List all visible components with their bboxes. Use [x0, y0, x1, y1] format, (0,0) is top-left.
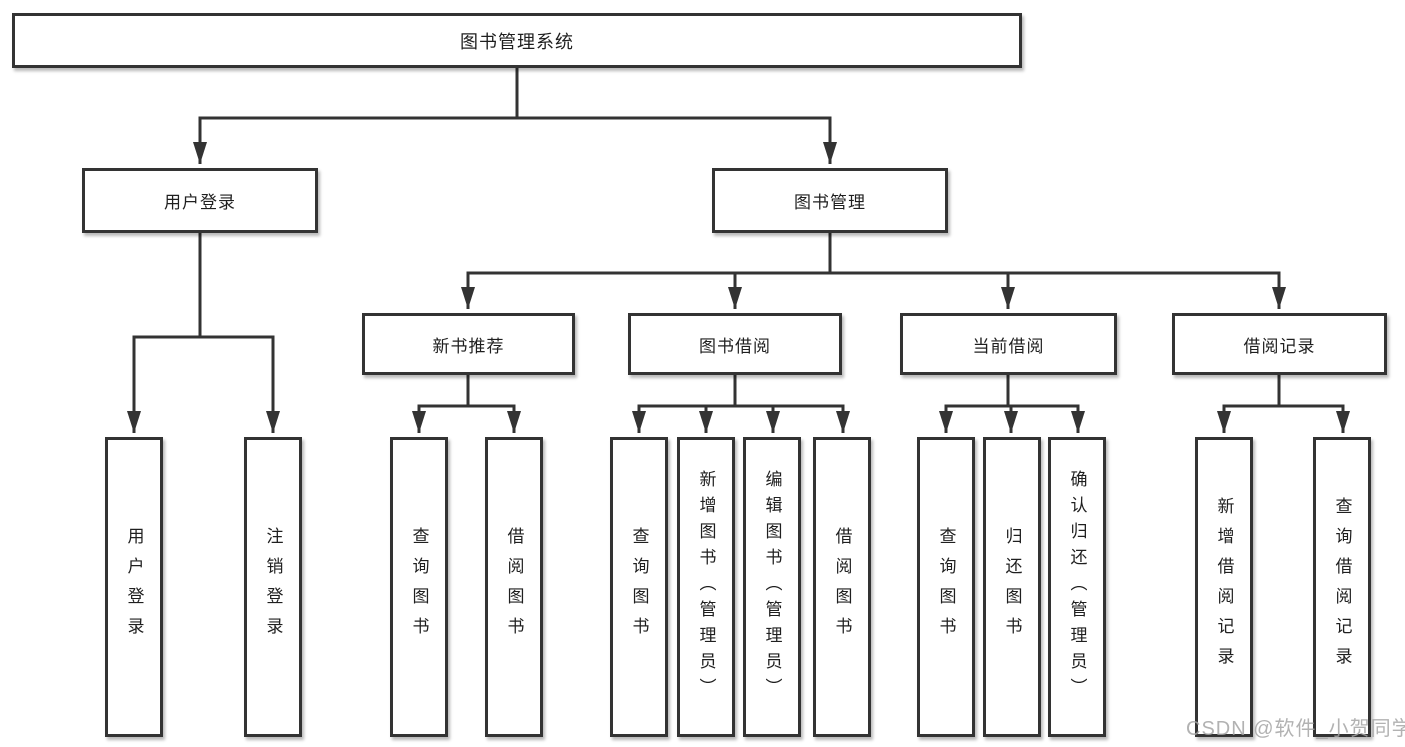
leaf-borrow-query-books-label: 查询图书: [629, 527, 649, 647]
connector-management-trunk: [466, 233, 1281, 275]
leaf-recommend-query-books-label: 查询图书: [409, 527, 429, 647]
leaf-borrow-books: 借阅图书: [813, 437, 871, 737]
leaf-logout-label: 注销登录: [263, 527, 283, 647]
leaf-return-books: 归还图书: [983, 437, 1041, 737]
leaf-add-books-admin-label: 新增图书（管理员）: [696, 470, 716, 704]
leaf-edit-books-admin: 编辑图书（管理员）: [743, 437, 801, 737]
node-current-borrowing: 当前借阅: [900, 313, 1117, 375]
leaf-add-borrow-record: 新增借阅记录: [1195, 437, 1253, 737]
leaf-user-login: 用户登录: [105, 437, 163, 737]
node-borrowing-records: 借阅记录: [1172, 313, 1387, 375]
connector-root-trunk: [198, 68, 832, 120]
connector-borrow-trunk: [637, 375, 845, 408]
leaf-return-books-label: 归还图书: [1002, 527, 1022, 647]
leaf-edit-books-admin-label: 编辑图书（管理员）: [762, 470, 782, 704]
leaf-logout: 注销登录: [244, 437, 302, 737]
leaf-confirm-return-admin-label: 确认归还（管理员）: [1067, 470, 1087, 704]
leaf-add-borrow-record-label: 新增借阅记录: [1214, 497, 1234, 677]
leaf-recommend-query-books: 查询图书: [390, 437, 448, 737]
leaf-confirm-return-admin: 确认归还（管理员）: [1048, 437, 1106, 737]
leaf-query-borrow-record-label: 查询借阅记录: [1332, 497, 1352, 677]
node-new-book-recommendation: 新书推荐: [362, 313, 575, 375]
csdn-watermark: CSDN @软件_小贺同学: [1186, 718, 1405, 740]
leaf-current-query-books: 查询图书: [917, 437, 975, 737]
connector-records-trunk: [1222, 375, 1345, 408]
leaf-query-borrow-record: 查询借阅记录: [1313, 437, 1371, 737]
root-node-system-title: 图书管理系统: [12, 13, 1022, 68]
leaf-add-books-admin: 新增图书（管理员）: [677, 437, 735, 737]
leaf-borrow-books-label: 借阅图书: [832, 527, 852, 647]
leaf-user-login-label: 用户登录: [124, 527, 144, 647]
leaf-borrow-query-books: 查询图书: [610, 437, 668, 737]
connector-login-trunk: [132, 233, 275, 339]
leaf-recommend-borrow-books: 借阅图书: [485, 437, 543, 737]
leaf-current-query-books-label: 查询图书: [936, 527, 956, 647]
node-book-management: 图书管理: [712, 168, 948, 233]
connector-recommend-trunk: [417, 375, 516, 408]
leaf-recommend-borrow-books-label: 借阅图书: [504, 527, 524, 647]
node-book-borrowing: 图书借阅: [628, 313, 842, 375]
node-user-login: 用户登录: [82, 168, 318, 233]
connector-current-trunk: [944, 375, 1080, 408]
